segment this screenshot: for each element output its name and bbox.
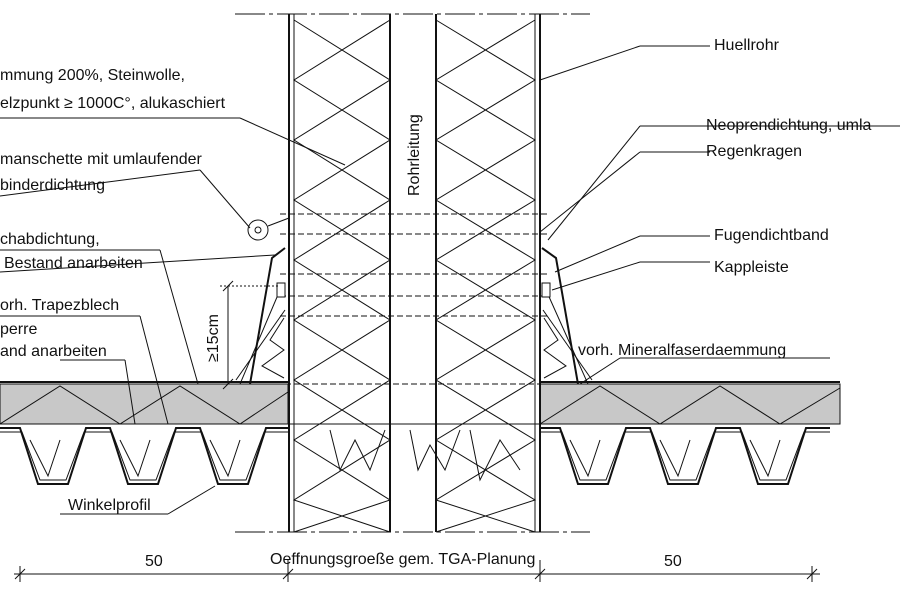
fugendichtband-label: Fugendichtband [714, 227, 829, 244]
sperre-label-1: perre [0, 321, 37, 338]
abdichtung-label-1: chabdichtung, [0, 231, 100, 248]
mineralfaser-label: vorh. Mineralfaserdaemmung [578, 342, 786, 359]
roof-insulation-left [0, 381, 289, 425]
rohrleitung-label: Rohrleitung [406, 114, 423, 196]
pipe-assembly [235, 13, 590, 533]
height-dim-label: ≥15cm [205, 314, 222, 362]
dim-center-label: Oeffnungsgroeße gem. TGA-Planung [270, 551, 535, 568]
trapezblech-right [540, 427, 830, 485]
daemmung-label-1: mmung 200%, Steinwolle, [0, 67, 185, 84]
sperre-label-2: and anarbeiten [0, 343, 107, 360]
collar-left [235, 217, 290, 385]
collar-right [541, 247, 593, 385]
manschette-label-1: manschette mit umlaufender [0, 151, 203, 168]
manschette-label-2: binderdichtung [0, 177, 105, 194]
regenkragen-label: Regenkragen [706, 143, 802, 160]
kappleiste-label: Kappleiste [714, 259, 789, 276]
dimension-chain: 50 Oeffnungsgroeße gem. TGA-Planung 50 [14, 551, 820, 582]
dim-left-label: 50 [145, 553, 163, 570]
trapezblech-left [0, 427, 288, 485]
dim-right-label: 50 [664, 553, 682, 570]
trapezblech-label: orh. Trapezblech [0, 297, 119, 314]
roof-insulation-right [539, 381, 841, 425]
abdichtung-label-2: Bestand anarbeiten [4, 255, 143, 272]
daemmung-label-2: elzpunkt ≥ 1000C°, alukaschiert [0, 95, 226, 112]
height-dimension: ≥15cm [205, 280, 280, 390]
winkelprofil-label: Winkelprofil [68, 497, 151, 514]
leader-lines-right [539, 45, 900, 385]
leader-lines-left [0, 117, 346, 515]
huellrohr-label: Huellrohr [714, 37, 780, 54]
neopren-label: Neoprendichtung, umla [706, 117, 872, 134]
